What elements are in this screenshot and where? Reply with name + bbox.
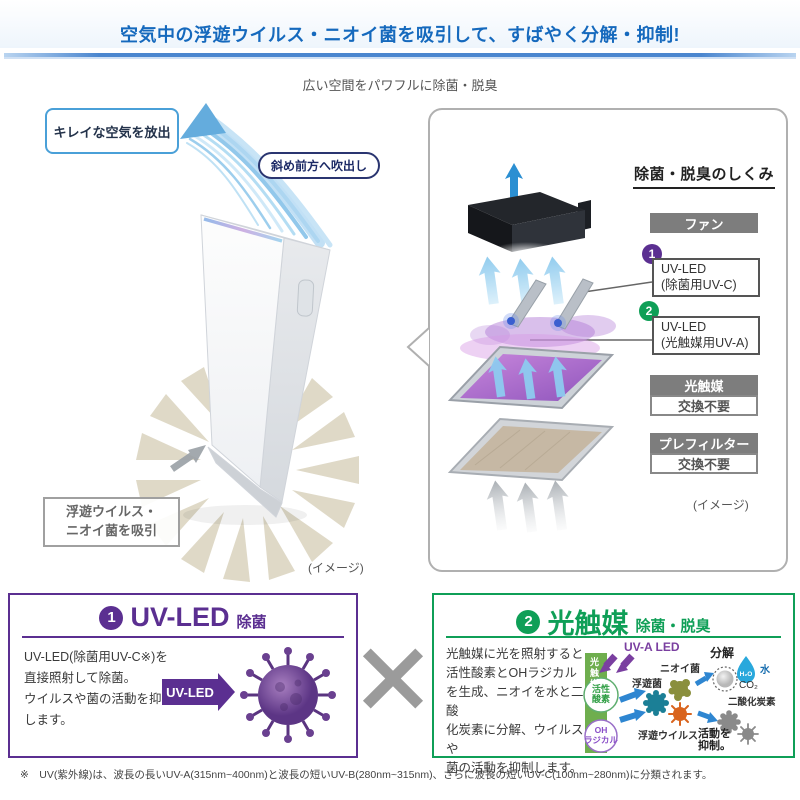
virus-germ-icon <box>668 702 692 726</box>
uv-box-divider <box>22 636 344 638</box>
pc-box-title: 光触媒 <box>547 609 629 639</box>
mechanism-diagram <box>447 163 653 533</box>
uv-led-section: 1 UV-LED 除菌 UV-LED(除菌用UV-C※)を 直接照射して除菌。 … <box>8 593 358 758</box>
suppress-label: 活動を 抑制。 <box>698 728 731 753</box>
uv-box-title: UV-LED <box>130 602 230 632</box>
suction-arrow-icon <box>170 445 206 472</box>
hero-image-note: (イメージ) <box>308 561 364 575</box>
fading-germ-circle <box>712 666 738 692</box>
uv-box-header: 1 UV-LED 除菌 <box>10 602 356 633</box>
bubble-notch-icon <box>406 327 430 367</box>
mini-diagram-shapes: H₂O <box>583 653 759 753</box>
photocatalyst-bar-label: 光触媒 <box>589 657 599 690</box>
callout-clean-air: キレイな空気を放出 <box>45 108 179 154</box>
prefilter-note: 交換不要 <box>650 453 758 474</box>
callout-suction: 浮遊ウイルス・ ニオイ菌を吸引 <box>43 497 180 547</box>
odor-germ-icon <box>668 679 691 701</box>
co2-name-label: 二酸化炭素 <box>728 697 776 708</box>
led2-name: UV-LED <box>661 320 707 334</box>
purifier-tower <box>183 214 331 525</box>
banner-background <box>0 0 800 48</box>
callout-blowout-label: 斜め前方へ吹出し <box>270 159 367 173</box>
prefilter-header: プレフィルター <box>650 433 758 453</box>
oh-radical-circle <box>584 719 618 753</box>
uv-led-arrow-label: UV-LED <box>162 679 218 705</box>
mechanism-image-note: (イメージ) <box>693 498 749 512</box>
uv-box-number-badge: 1 <box>99 605 124 630</box>
led1-name: UV-LED <box>661 262 707 276</box>
photocatalyst-note: 交換不要 <box>650 395 758 416</box>
water-droplet-icon <box>737 656 755 683</box>
callout-suction-line2: ニオイ菌を吸引 <box>65 523 157 538</box>
fan-label: ファン <box>650 213 758 233</box>
uv-led-bars <box>470 278 616 347</box>
callout-clean-air-label: キレイな空気を放出 <box>53 124 171 140</box>
flow-arrows <box>618 672 718 723</box>
fan-icon <box>468 163 591 266</box>
water-label: 水 <box>760 665 770 676</box>
uv-box-text-line3: ウイルスや菌の活動を抑制 <box>24 692 175 706</box>
uv-box-text-line2: 直接照射して除菌。 <box>24 671 137 685</box>
footnote: ※ UV(紫外線)は、波長の長いUV-A(315nm~400nm)と波長の短いU… <box>20 769 713 781</box>
photocatalyst-header: 光触媒 <box>650 375 758 395</box>
pc-box-header: 2 光触媒 除菌・脱臭 <box>434 602 793 641</box>
uva-arrows-icon <box>599 653 635 673</box>
pc-box-text-line5: 菌の活動を抑制します。 <box>446 761 583 775</box>
uv-led-arrow: UV-LED <box>162 673 236 711</box>
led1-detail: (除菌用UV-C) <box>661 277 737 292</box>
virus-icon <box>240 647 336 743</box>
active-oxygen-circle <box>583 677 619 713</box>
pc-box-text-line1: 光触媒に光を照射すると <box>446 647 584 661</box>
decompose-label: 分解 <box>710 646 735 660</box>
photocatalyst-mini-diagram: H₂O 光触媒 UV-A LED 活性 酸 <box>582 640 794 757</box>
mechanism-title: 除菌・脱臭のしくみ <box>633 163 775 189</box>
fading-germ-sphere <box>716 670 734 688</box>
photocatalyst-panel <box>447 334 615 410</box>
callout-blowout-pill: 斜め前方へ吹出し <box>258 152 380 179</box>
cross-icon <box>361 646 425 710</box>
led2-label-box: UV-LED (光触媒用UV-A) <box>652 316 760 356</box>
purifier-illustration <box>136 103 359 582</box>
led1-label-box: UV-LED (除菌用UV-C) <box>652 258 760 298</box>
banner-underline <box>4 53 796 59</box>
virus-germ-label: 浮遊ウイルス <box>638 731 698 742</box>
banner-title: 空気中の浮遊ウイルス・ニオイ菌を吸引して、すばやく分解・抑制! <box>119 25 681 45</box>
h2o-label: H₂O <box>740 671 753 678</box>
co2-label: CO₂ <box>739 680 758 691</box>
led2-detail: (光触媒用UV-A) <box>661 335 749 350</box>
bacteria-germ-icon <box>643 690 669 716</box>
odor-germ-label: ニオイ菌 <box>660 664 700 675</box>
pc-box-text: 光触媒に光を照射すると 活性酸素とOHラジカル を生成、ニオイを水と二酸 化炭素… <box>446 645 588 778</box>
subtitle: 広い空間をパワフルに除菌・脱臭 <box>302 78 498 93</box>
uv-led-arrow-head <box>218 673 235 711</box>
photocatalyst-section: 2 光触媒 除菌・脱臭 光触媒に光を照射すると 活性酸素とOHラジカル を生成、… <box>432 593 795 775</box>
uva-led-label: UV-A LED <box>624 640 680 654</box>
oh-radical-label: OH ラジカル <box>584 725 618 745</box>
bacteria-germ-label: 浮遊菌 <box>632 679 662 690</box>
uv-box-text: UV-LED(除菌用UV-C※)を 直接照射して除菌。 ウイルスや菌の活動を抑制… <box>24 647 174 731</box>
uv-box-text-line1: UV-LED(除菌用UV-C※)を <box>24 650 168 664</box>
uv-box-subtitle: 除菌 <box>236 614 267 631</box>
prefilter-panel <box>447 417 615 533</box>
pc-box-subtitle: 除菌・脱臭 <box>635 618 711 635</box>
uv-box-text-line4: します。 <box>24 713 73 727</box>
pc-box-text-line4: 化炭素に分解、ウイルスや <box>446 723 584 756</box>
suppressed-germ-icons <box>717 710 759 745</box>
pc-box-number-badge: 2 <box>516 609 541 634</box>
active-oxygen-label: 活性 酸素 <box>591 684 610 705</box>
connector-led1 <box>576 281 653 294</box>
callout-suction-line1: 浮遊ウイルス・ <box>65 504 157 520</box>
airflow-up-arrows <box>478 256 566 307</box>
pc-box-text-line3: を生成、ニオイを水と二酸 <box>446 685 584 718</box>
airflow-arrow-icon <box>180 103 333 248</box>
pc-box-divider <box>446 636 781 638</box>
pc-box-text-line2: 活性酸素とOHラジカル <box>446 666 578 680</box>
